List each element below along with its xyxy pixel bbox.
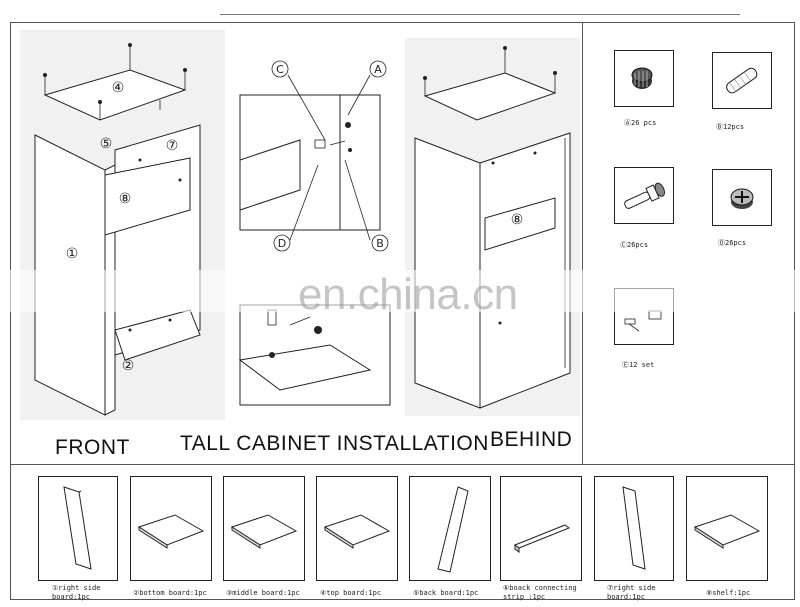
behind-view-drawing: ⑧ [414,46,571,409]
part-label-5: ⑤back board:1pc [413,589,479,597]
hardware-box-a [614,50,674,107]
callout-A: A [374,63,382,76]
part-label-4: ④top board:1pc [320,589,382,597]
connecting-strip-icon [513,524,571,553]
callout-2: ② [122,358,135,374]
part-box-1 [38,476,118,581]
top-rule [220,14,740,15]
part-box-3 [223,476,305,581]
cam-nut-icon [631,67,653,89]
callout-7: ⑦ [166,138,179,154]
hardware-label-b: Ⓑ12pcs [716,123,745,131]
divider-horizontal [10,464,795,465]
flat-board-icon [230,514,298,549]
callout-4: ④ [112,80,125,96]
part-label-1: ①right side board:1pc [52,584,101,601]
shelf-support-icon [624,310,662,332]
part-label-8: ⑧shelf:1pc [706,589,751,597]
part-box-8 [686,476,768,581]
side-panel-icon [622,486,646,570]
flat-board-icon [693,514,761,549]
hardware-box-b [712,52,772,109]
flat-board-icon [323,514,391,549]
behind-callout-8: ⑧ [511,212,524,228]
part-label-7: ⑦right side board:1pc [607,584,656,601]
hardware-label-c: Ⓒ26pcs [620,241,649,249]
part-label-3: ③middle board:1pc [226,589,300,597]
flat-board-icon [137,514,205,549]
front-caption: FRONT [55,436,130,459]
callout-B: B [376,237,384,250]
back-panel-icon [437,486,469,573]
callout-5: ⑤ [100,136,113,152]
part-box-6 [500,476,582,581]
callout-D: D [278,237,286,250]
cam-bolt-icon [624,182,666,209]
part-label-6: ⑥boack connecting strip :1pc [503,584,577,601]
hardware-label-d: Ⓓ26pcs [718,239,747,247]
side-panel-icon [63,486,92,570]
front-view-drawing: ④ ⑤ ⑦ ⑧ ① ② [34,43,201,416]
callout-8: ⑧ [119,191,132,207]
part-label-2: ②bottom board:1pc [133,589,207,597]
hardware-label-e: Ⓔ12 set [622,361,655,369]
behind-caption: BEHIND [490,428,573,451]
part-box-4 [316,476,398,581]
watermark-band [0,270,800,312]
part-box-5 [409,476,491,581]
part-box-7 [594,476,674,581]
part-box-2 [130,476,212,581]
callout-1: ① [66,246,79,262]
hardware-box-d [712,169,772,226]
hardware-label-a: Ⓐ26 pcs [624,119,657,127]
divider-vertical [582,22,583,464]
callout-C: C [276,63,284,76]
joint-detail-drawing: C A D B [238,60,391,406]
watermark-text: en.china.cn [298,270,518,319]
wood-dowel-icon [726,67,758,94]
installation-title: TALL CABINET INSTALLATION [180,432,489,455]
hardware-box-c [614,167,674,224]
cam-lock-icon [730,188,754,209]
